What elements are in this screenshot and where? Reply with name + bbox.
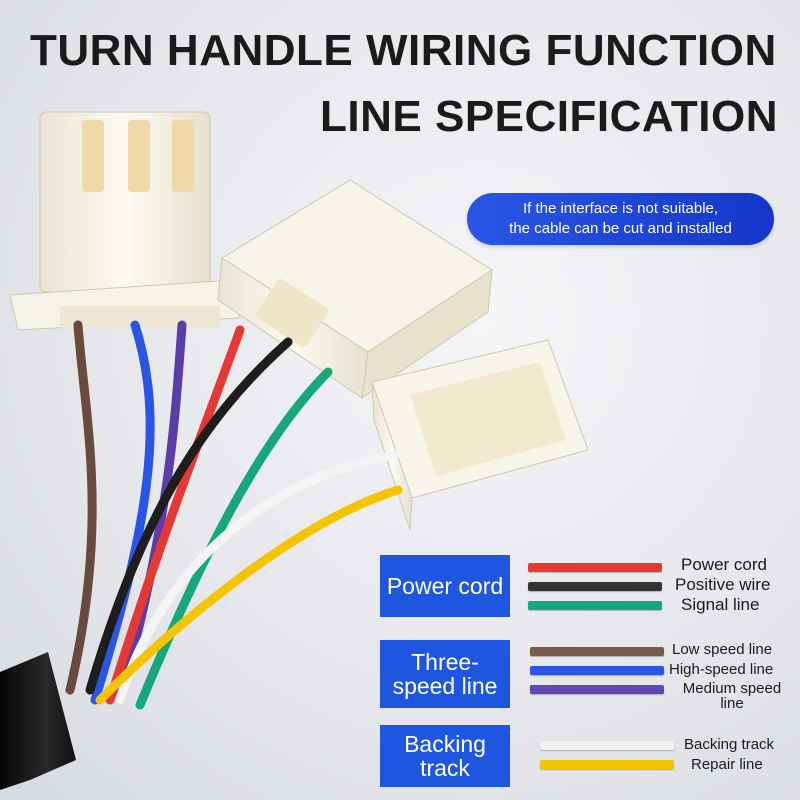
wire-blue: [90, 320, 155, 705]
title-line-2: LINE SPECIFICATION: [320, 92, 778, 141]
wire-label: Medium speed line: [670, 681, 794, 711]
swatch-white: [540, 741, 674, 750]
wire-yellow: [95, 485, 403, 705]
wire-label: Signal line: [681, 595, 760, 614]
wire-label: High-speed line: [669, 661, 774, 678]
swatch-red: [528, 563, 662, 572]
wire-green: [135, 367, 333, 710]
wire-label-line: line: [720, 695, 744, 712]
wire-label: Repair line: [691, 756, 763, 773]
group-label: speed line: [392, 673, 498, 699]
note-line-1: If the interface is not suitable,: [522, 200, 719, 217]
wire-label: Backing track: [684, 736, 775, 753]
wire-bundle: [65, 320, 403, 710]
group-badge-power-cord: Power cord: [380, 555, 510, 617]
swatch-brown: [530, 647, 664, 656]
note-line-2: the cable can be cut and installed: [509, 220, 732, 237]
wire-brown: [65, 320, 97, 695]
wire-label-line: Medium speed: [682, 680, 782, 697]
swatch-yellow: [540, 760, 674, 769]
swatch-blue: [530, 666, 664, 675]
wire-label: Power cord: [681, 555, 767, 574]
swatch-green: [528, 601, 662, 610]
title-line-1: TURN HANDLE WIRING FUNCTION: [30, 26, 777, 75]
wire-white: [115, 450, 400, 705]
cable-sheath: [0, 652, 76, 790]
swatch-purple: [530, 685, 664, 694]
group-label: Power cord: [386, 573, 504, 599]
wire-label: Positive wire: [675, 575, 771, 594]
group-label: Backing: [404, 731, 486, 757]
swatch-black: [528, 582, 662, 591]
group-badge-backing-track: Backing track: [380, 725, 510, 787]
group-badge-three-speed: Three- speed line: [380, 640, 510, 708]
three-pin-connector: [9, 111, 241, 331]
one-pin-connector: [371, 339, 589, 531]
wire-red: [105, 325, 245, 705]
cut-install-note: If the interface is not suitable, the ca…: [467, 193, 774, 245]
wire-label: Low speed line: [672, 641, 773, 658]
wire-purple: [115, 320, 187, 705]
group-label: Three-: [411, 649, 479, 675]
wire-black: [85, 337, 293, 695]
group-label: track: [420, 755, 470, 781]
two-pin-connector: [217, 179, 493, 400]
